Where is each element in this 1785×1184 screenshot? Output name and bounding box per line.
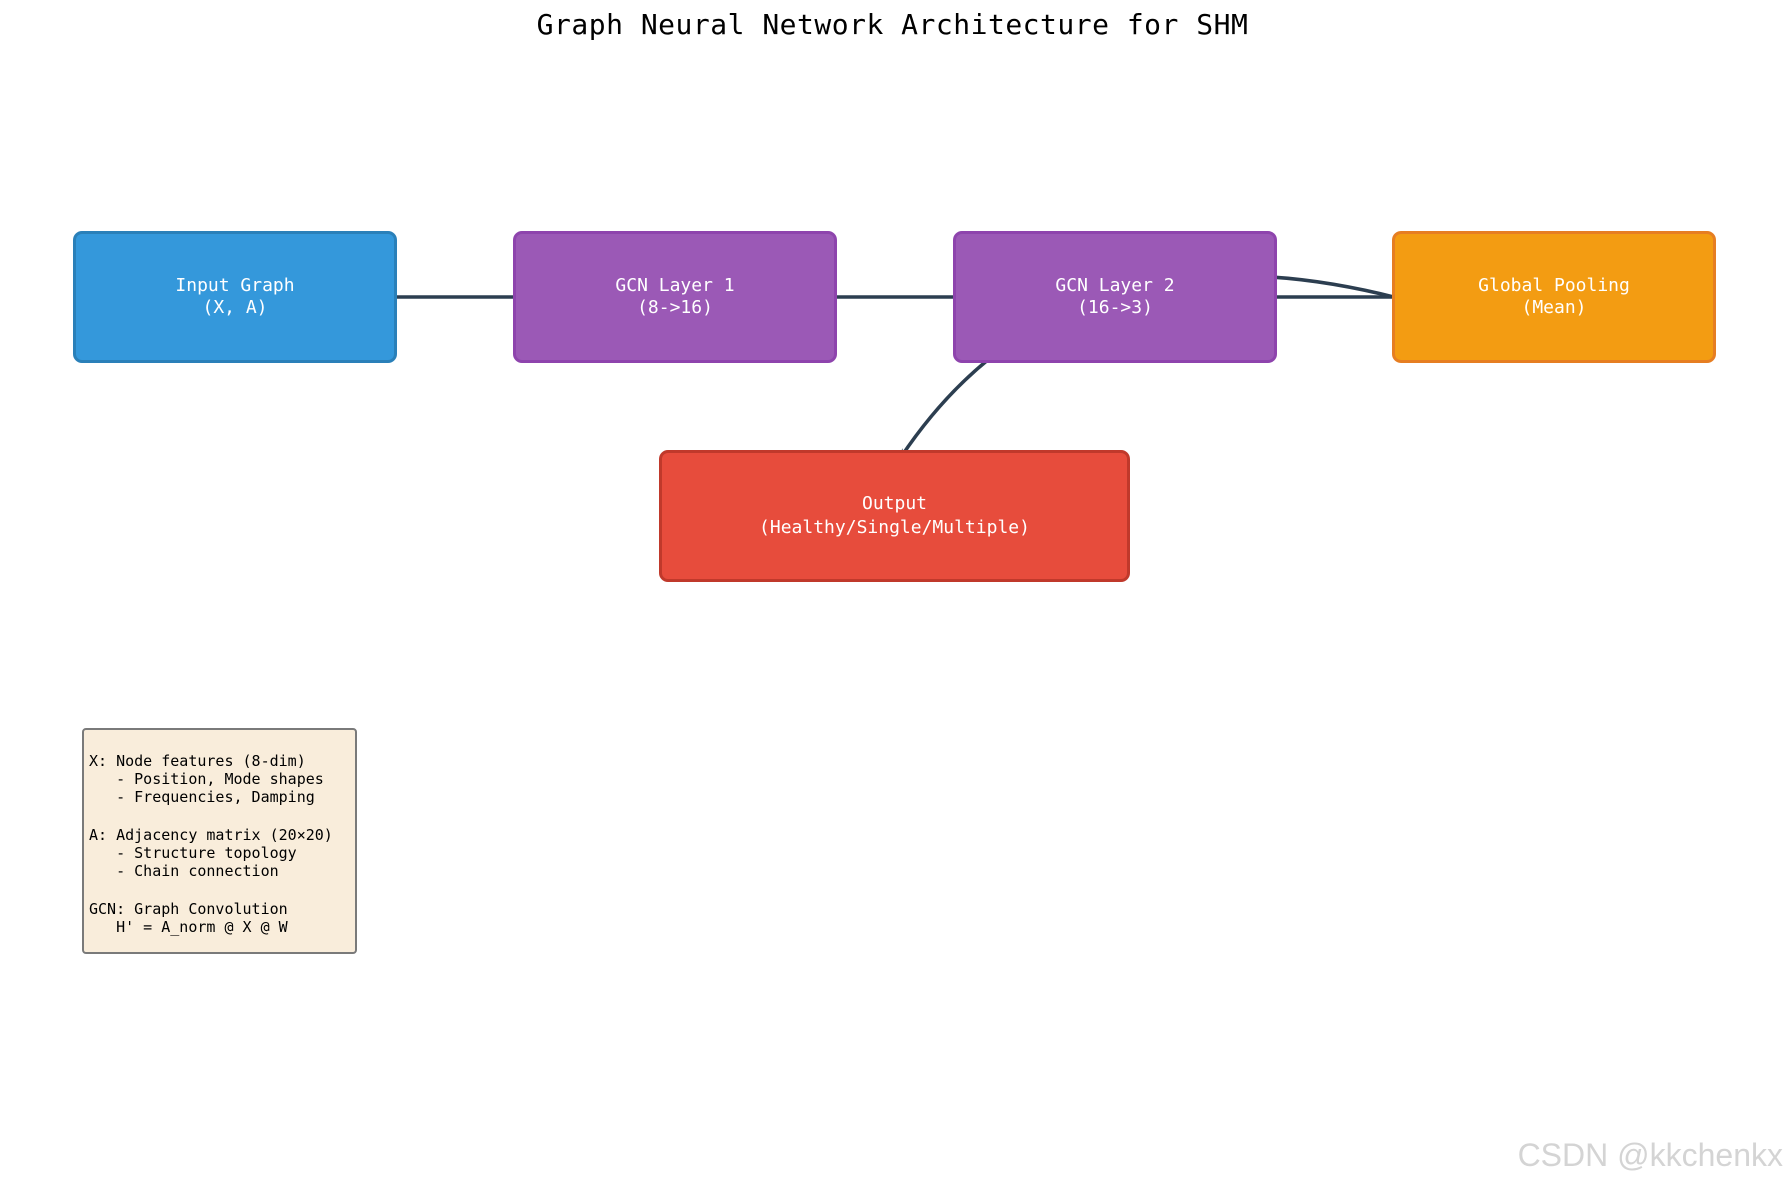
legend-line: A: Adjacency matrix (20×20) <box>89 826 333 844</box>
legend-box: X: Node features (8-dim) - Position, Mod… <box>82 728 357 954</box>
node-gcn-layer-2-label: GCN Layer 2 <box>1055 275 1175 296</box>
legend-line: - Frequencies, Damping <box>89 788 315 806</box>
legend-line: X: Node features (8-dim) <box>89 752 306 770</box>
node-output: Output (Healthy/Single/Multiple) <box>659 450 1130 582</box>
legend-line: - Position, Mode shapes <box>89 770 324 788</box>
node-input-graph: Input Graph (X, A) <box>73 231 397 363</box>
node-gcn-layer-2-sublabel: (16->3) <box>1077 297 1153 318</box>
diagram-title: Graph Neural Network Architecture for SH… <box>536 8 1249 41</box>
node-output-label: Output <box>861 493 928 514</box>
node-gcn-layer-2: GCN Layer 2 (16->3) <box>953 231 1277 363</box>
legend-spacer <box>89 880 355 900</box>
watermark: CSDN @kkchenkx <box>1517 1137 1783 1173</box>
node-global-pooling: Global Pooling (Mean) <box>1392 231 1716 363</box>
node-global-pooling-label: Global Pooling <box>1478 275 1630 296</box>
node-gcn-layer-1-sublabel: (8->16) <box>637 297 713 318</box>
node-gcn-layer-1: GCN Layer 1 (8->16) <box>513 231 837 363</box>
node-global-pooling-sublabel: (Mean) <box>1521 297 1587 318</box>
legend-line: H' = A_norm @ X @ W <box>89 918 288 936</box>
node-gcn-layer-1-label: GCN Layer 1 <box>615 275 735 296</box>
legend-line: - Structure topology <box>89 844 297 862</box>
node-output-sublabel: (Healthy/Single/Multiple) <box>759 517 1030 538</box>
legend-spacer <box>89 806 355 826</box>
legend-line: GCN: Graph Convolution <box>89 900 288 918</box>
legend-line: - Chain connection <box>89 862 279 880</box>
node-input-graph-label: Input Graph <box>175 275 295 296</box>
node-input-graph-sublabel: (X, A) <box>202 297 268 318</box>
